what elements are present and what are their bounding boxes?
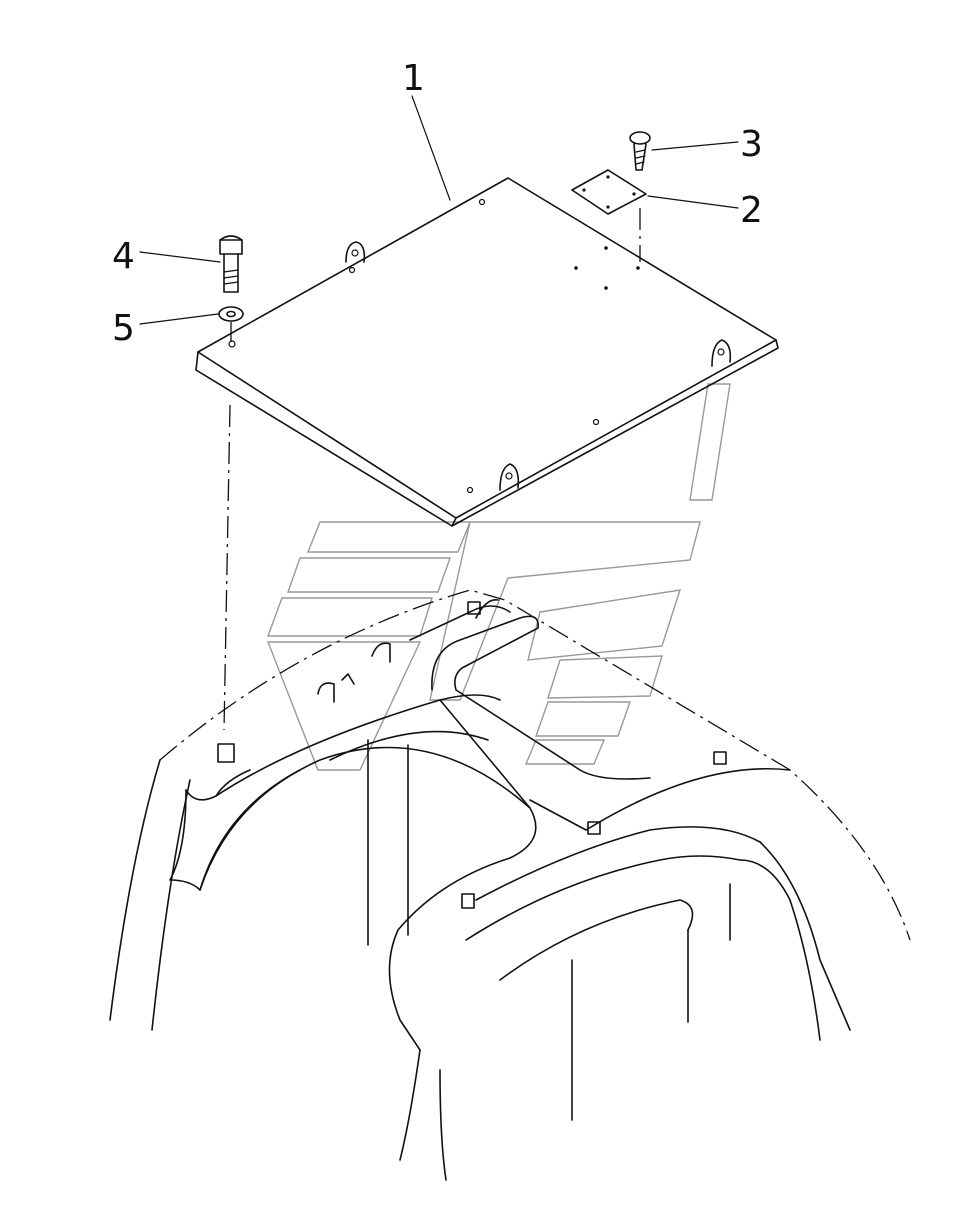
cover-plate bbox=[195, 177, 779, 527]
watermark-logo bbox=[266, 383, 731, 771]
bolt bbox=[219, 235, 243, 293]
callout-2: 2 bbox=[740, 190, 763, 231]
callout-5: 5 bbox=[112, 308, 135, 349]
cab-frame bbox=[109, 589, 911, 1181]
callout-4: 4 bbox=[112, 236, 135, 277]
small-plate bbox=[571, 169, 647, 262]
washer bbox=[218, 306, 244, 342]
callout-1: 1 bbox=[402, 58, 425, 99]
callout-labels: 1 2 3 4 5 bbox=[112, 58, 763, 349]
alignment-line bbox=[223, 404, 231, 731]
callout-3: 3 bbox=[740, 124, 763, 165]
leader-lines bbox=[139, 95, 739, 325]
screw bbox=[629, 131, 651, 171]
